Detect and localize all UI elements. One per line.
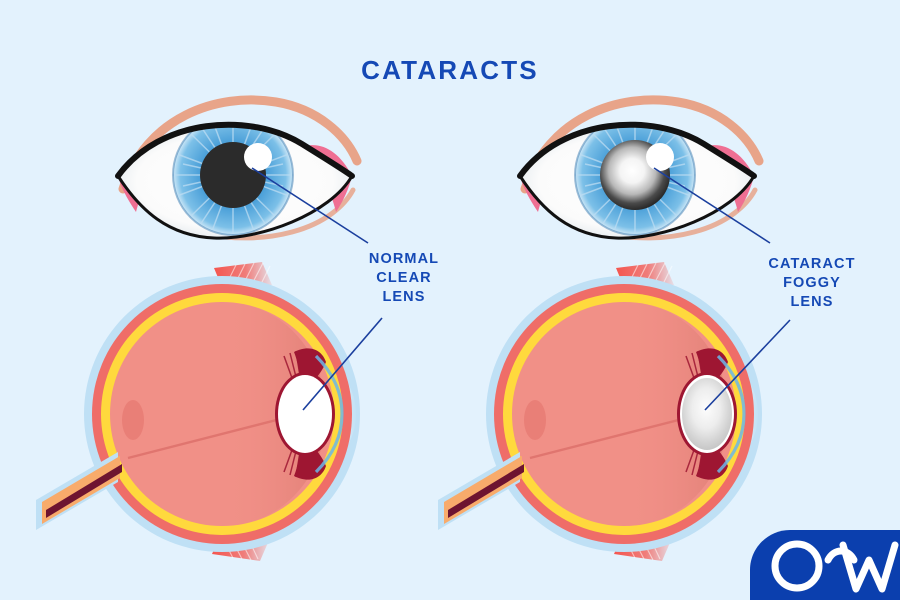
- label-cataract-line2: FOGGY: [783, 275, 841, 291]
- brow-arc-upper-normal: [118, 95, 362, 194]
- cataract-eye-front-illustration: [517, 95, 764, 241]
- logo-letter-o: [771, 540, 823, 592]
- optic-nerve-cataract: [438, 452, 524, 530]
- optic-nerve-normal: [36, 452, 122, 530]
- cornea-arc-cataract: [716, 354, 746, 474]
- normal-eye-cross-section: [36, 262, 360, 561]
- visual-axis-cataract: [529, 412, 703, 460]
- optic-disc-normal: [122, 400, 144, 440]
- brand-logo[interactable]: [750, 530, 900, 600]
- lens-cataract-foggy: [682, 378, 732, 450]
- brow-arc-upper-cataract: [520, 95, 764, 194]
- page-title: CATARACTS: [361, 55, 539, 85]
- label-cataract-line3: LENS: [790, 294, 833, 310]
- lower-lid-line-normal: [116, 174, 354, 240]
- logo-letter-w: [839, 541, 899, 593]
- normal-eye-front-illustration: [115, 95, 362, 241]
- leader-line-cataract-lens: [704, 319, 791, 411]
- eye-highlight-cataract: [646, 143, 674, 171]
- lens-normal-clear: [279, 377, 331, 451]
- upper-lid-line-cataract: [517, 121, 757, 179]
- cataract-eye-cross-section: [438, 262, 762, 561]
- leader-line-normal-lens: [302, 317, 383, 411]
- label-normal-line2: CLEAR: [376, 270, 431, 286]
- label-normal-clear-lens: NORMAL CLEAR LENS: [369, 251, 439, 305]
- lower-lid-line-cataract: [518, 174, 756, 240]
- visual-axis-normal: [127, 412, 301, 460]
- eye-highlight-normal: [244, 143, 272, 171]
- leader-line-normal-eye: [251, 167, 369, 244]
- leader-line-cataract-eye: [653, 167, 771, 244]
- label-cataract-line1: CATARACT: [768, 256, 855, 272]
- zonules-upper-cataract: [685, 349, 711, 379]
- logo-arc-icon: [824, 547, 858, 564]
- label-normal-line3: LENS: [382, 289, 425, 305]
- cornea-arc-normal: [314, 354, 344, 474]
- label-normal-line1: NORMAL: [369, 251, 439, 267]
- upper-lid-line-normal: [115, 121, 355, 179]
- label-cataract-foggy-lens: CATARACT FOGGY LENS: [768, 256, 855, 310]
- optic-disc-cataract: [524, 400, 546, 440]
